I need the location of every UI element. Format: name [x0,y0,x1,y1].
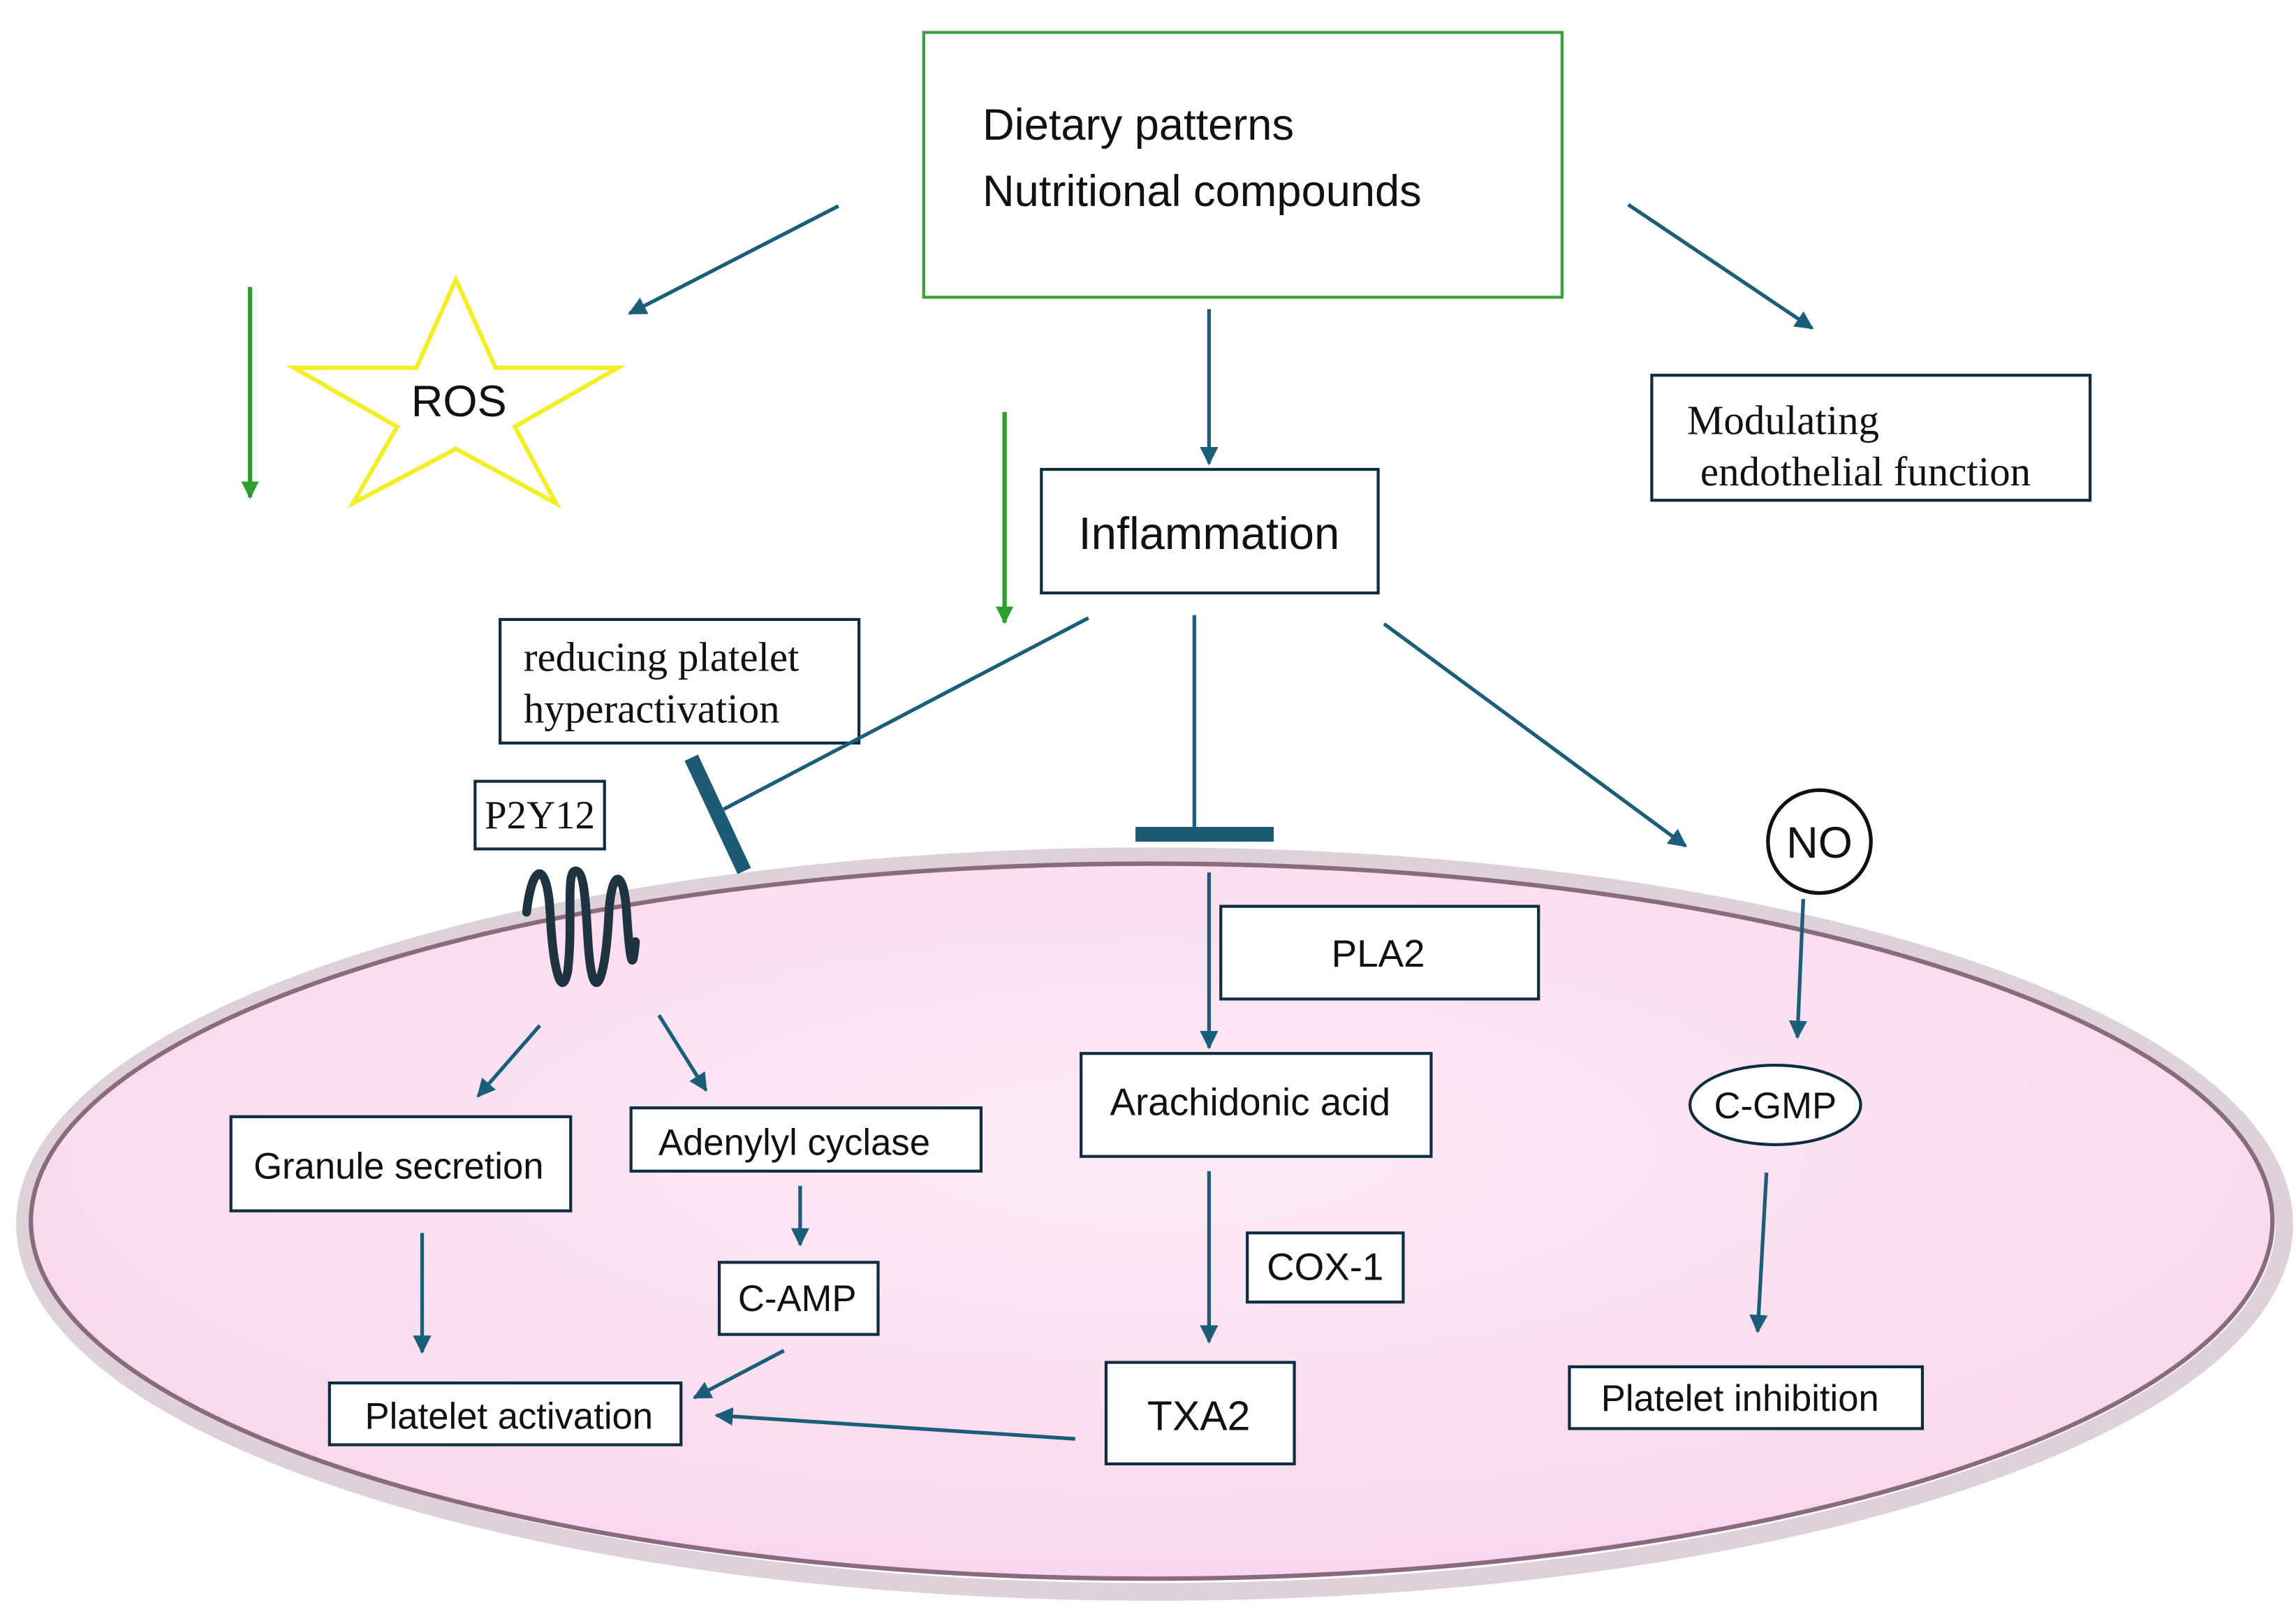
granule-secretion-label: Granule secretion [253,1145,544,1187]
pla2-label: PLA2 [1332,932,1425,975]
platelet-activation-label: Platelet activation [365,1395,653,1437]
arrow-p2y12-to-adenylyl [657,1014,708,1092]
source-line-2: Nutritional compounds [983,167,1422,216]
p2y12-box [473,779,606,851]
camp-box [717,1261,880,1336]
arrow-source-to-ros [628,204,839,316]
inhibitor-bar-p2y12 [684,754,751,874]
platelet-activation-box [328,1381,683,1446]
endothelial-box [1650,374,2092,502]
cgmp-label: C-GMP [1714,1085,1837,1127]
adenylyl-cyclase-box [629,1106,983,1173]
platelet-cell-shadow [16,847,2293,1601]
p2y12-label: P2Y12 [485,793,595,837]
arrow-inflammation-to-no [1383,622,1687,848]
txa2-label: TXA2 [1147,1393,1250,1439]
inhibit-line-to-p2y12 [723,616,1089,811]
camp-label: C-AMP [738,1278,857,1319]
no-circle [1766,788,1873,895]
ros-star [286,274,626,509]
no-label: NO [1786,819,1853,867]
source-line-1: Dietary patterns [983,101,1294,149]
p2y12-receptor-icon [522,866,640,988]
arrow-p2y12-to-granule [476,1024,542,1098]
arrow-no-to-cgmp [1788,898,1808,1039]
endothelial-line-2: endothelial function [1700,448,2031,495]
source-box [922,31,1564,299]
granule-secretion-box [229,1115,573,1213]
cox1-box [1246,1231,1405,1304]
platelet-inhibition-label: Platelet inhibition [1601,1378,1879,1419]
inflammation-box [1040,467,1380,595]
arachidonic-acid-label: Arachidonic acid [1110,1080,1391,1124]
pla2-box [1219,904,1540,1001]
ros-label: ROS [411,377,507,426]
platelet-hyperactivation-line-2: hyperactivation [524,685,780,731]
endothelial-line-1: Modulating [1687,397,1879,443]
platelet-hyperactivation-line-1: reducing platelet [524,634,800,680]
inflammation-label: Inflammation [1079,508,1340,559]
platelet-hyperactivation-box [499,617,861,745]
adenylyl-cyclase-label: Adenylyl cyclase [658,1122,930,1164]
arrow-cgmp-to-platelet-inhibition [1749,1172,1769,1333]
arrow-source-to-endothelial [1627,203,1814,330]
arachidonic-acid-box [1080,1052,1433,1158]
cgmp-ellipse [1688,1064,1862,1146]
platelet-inhibition-box [1568,1365,1925,1430]
cox1-label: COX-1 [1267,1245,1383,1289]
platelet-cell [29,861,2275,1581]
arrow-txa2-to-platelet-activation [714,1407,1075,1441]
arrow-camp-to-platelet-activation [692,1349,785,1400]
txa2-box [1104,1361,1296,1466]
